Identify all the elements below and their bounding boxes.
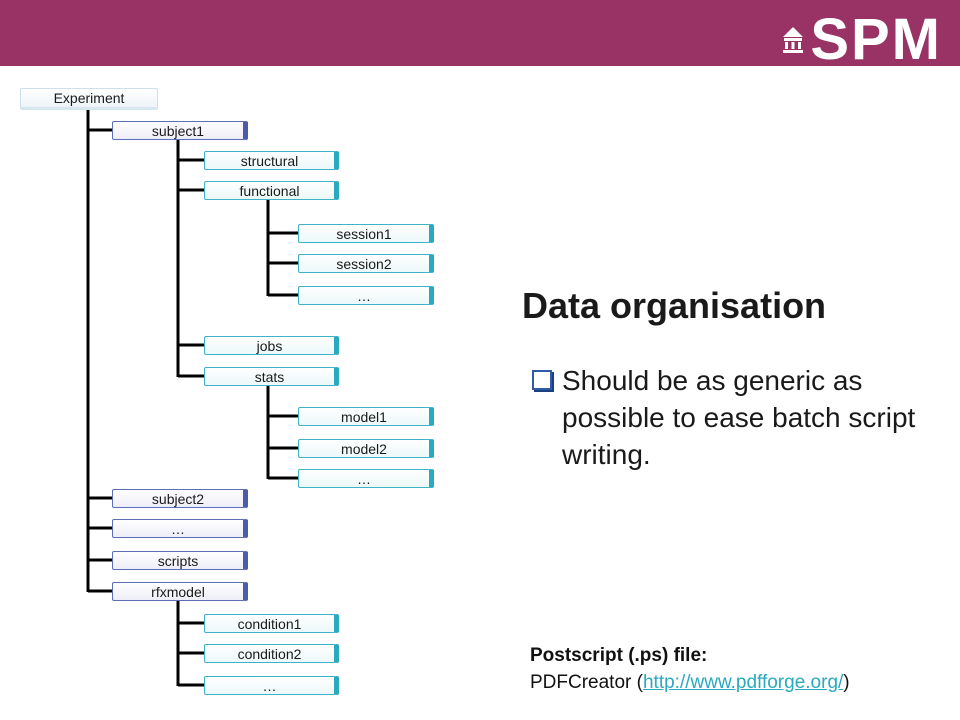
postscript-label: Postscript (.ps) file: bbox=[530, 645, 708, 666]
tree-node-subject-more: … bbox=[112, 519, 248, 538]
tree-node-session-more: … bbox=[298, 286, 434, 305]
tree-node-structural: structural bbox=[204, 151, 339, 170]
tree-node-session2: session2 bbox=[298, 254, 434, 273]
bullet-text: Should be as generic as possible to ease… bbox=[562, 365, 916, 470]
tree-node-condition-more: … bbox=[204, 676, 339, 695]
tree-node-condition1: condition1 bbox=[204, 614, 339, 633]
tree-node-jobs: jobs bbox=[204, 336, 339, 355]
tree-node-model2: model2 bbox=[298, 439, 434, 458]
postscript-close-paren: ) bbox=[843, 672, 850, 693]
tree-node-model1: model1 bbox=[298, 407, 434, 426]
tree-node-scripts: scripts bbox=[112, 551, 248, 570]
spm-logo: SPM bbox=[782, 7, 942, 72]
logo-text: SPM bbox=[810, 7, 942, 72]
bullet-item: Should be as generic as possible to ease… bbox=[532, 362, 932, 473]
building-icon bbox=[783, 27, 804, 53]
tree-node-experiment: Experiment bbox=[20, 88, 158, 110]
tree-node-condition2: condition2 bbox=[204, 644, 339, 663]
tree-node-model-more: … bbox=[298, 469, 434, 488]
tree-connectors bbox=[86, 110, 298, 687]
postscript-tool-line: PDFCreator (http://www.pdfforge.org/) bbox=[530, 672, 850, 694]
checkbox-bullet-icon bbox=[532, 370, 552, 390]
postscript-tool-name: PDFCreator ( bbox=[530, 672, 643, 693]
tree-node-functional: functional bbox=[204, 181, 339, 200]
tree-node-rfxmodel: rfxmodel bbox=[112, 582, 248, 601]
tree-node-subject1: subject1 bbox=[112, 121, 248, 140]
tree-node-subject2: subject2 bbox=[112, 489, 248, 508]
folder-tree-diagram: Experiment subject1 structural functiona… bbox=[20, 88, 434, 695]
tree-node-stats: stats bbox=[204, 367, 339, 386]
header-banner: SPM bbox=[0, 0, 960, 72]
pdfforge-link[interactable]: http://www.pdfforge.org/ bbox=[642, 672, 844, 693]
tree-node-session1: session1 bbox=[298, 224, 434, 243]
slide-title: Data organisation bbox=[522, 285, 827, 326]
